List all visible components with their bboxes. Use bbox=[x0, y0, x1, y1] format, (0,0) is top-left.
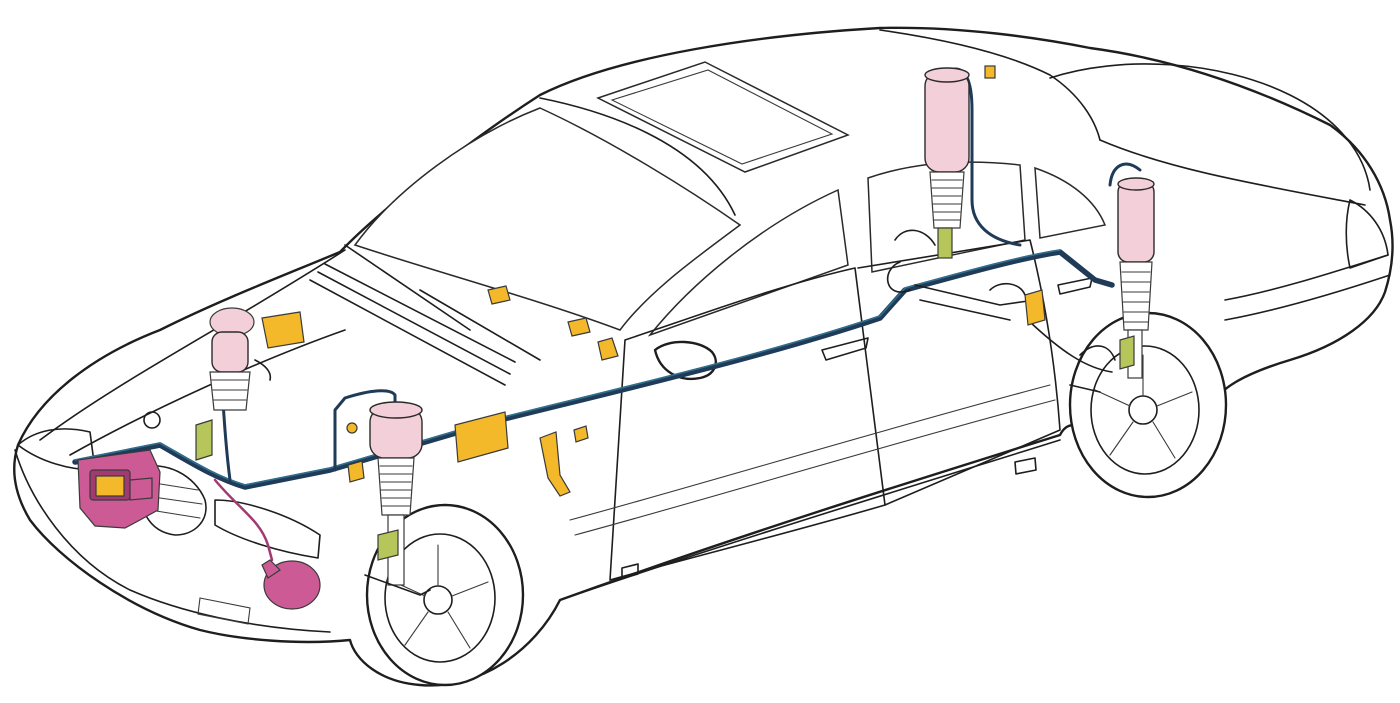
hood-line bbox=[39, 249, 346, 456]
door-sensor bbox=[573, 425, 589, 443]
rear-right-supply-line bbox=[1108, 162, 1142, 187]
front-level-sensor bbox=[347, 460, 365, 483]
rear-rim bbox=[1090, 345, 1200, 475]
rear-door-handle bbox=[1057, 277, 1093, 295]
front-rim bbox=[384, 533, 496, 663]
compressor bbox=[77, 449, 161, 529]
rear-bumper bbox=[1224, 254, 1391, 321]
windshield bbox=[353, 107, 742, 331]
valve-connector bbox=[346, 422, 358, 434]
front-wheel bbox=[365, 503, 525, 687]
air-reservoir bbox=[261, 559, 321, 610]
air-strut-front-right bbox=[364, 401, 431, 596]
wiper-arm bbox=[344, 244, 541, 361]
headlight-right bbox=[214, 499, 321, 559]
front-tire bbox=[365, 503, 525, 687]
front-side-window bbox=[647, 188, 849, 337]
trunk-lid bbox=[1049, 63, 1371, 206]
valve-block bbox=[261, 311, 305, 349]
fuel-door bbox=[1014, 457, 1037, 475]
front-door-handle bbox=[821, 337, 869, 361]
fog-light bbox=[197, 597, 251, 625]
main-air-line bbox=[72, 249, 1115, 490]
air-strut-rear-left bbox=[886, 65, 996, 293]
dash-sensor-2 bbox=[567, 317, 591, 337]
rear-door bbox=[857, 239, 1061, 506]
sensors bbox=[261, 285, 1046, 497]
dash-sensor-1 bbox=[487, 285, 511, 305]
air-strut-front-left bbox=[195, 307, 272, 461]
front-right-supply-line bbox=[333, 389, 397, 472]
control-unit bbox=[454, 411, 509, 463]
rear-wheel bbox=[1068, 311, 1228, 499]
front-bumper bbox=[14, 449, 331, 633]
quarter-window bbox=[1034, 166, 1107, 239]
rear-subframe bbox=[914, 282, 1036, 321]
cowl-vent bbox=[309, 263, 516, 386]
roof-line bbox=[539, 29, 1101, 216]
dash-sensor-3 bbox=[597, 337, 619, 361]
rear-tire bbox=[1068, 311, 1228, 499]
brake-pedal-sensor bbox=[539, 431, 571, 497]
sunroof bbox=[596, 61, 850, 173]
hood-emblem bbox=[143, 411, 161, 429]
reservoir-line bbox=[213, 478, 274, 562]
rear-level-sensor bbox=[1024, 289, 1046, 326]
air-strut-rear-right bbox=[1029, 177, 1155, 393]
side-marker bbox=[621, 563, 639, 579]
